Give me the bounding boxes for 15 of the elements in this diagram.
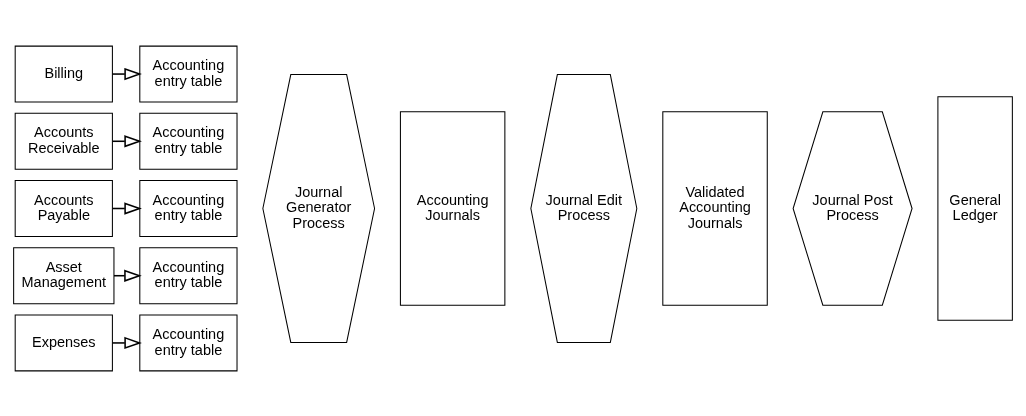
node-box: Accounting Journals [399, 110, 506, 306]
node-box: Expenses [14, 314, 113, 371]
node-box: Accounting entry table [139, 314, 238, 371]
node-box: Validated Accounting Journals [662, 110, 768, 306]
arrow [111, 336, 142, 349]
node-box: Accounting entry table [139, 179, 238, 237]
node-box: Asset Management [13, 246, 115, 304]
node-box: Accounting entry table [139, 246, 238, 304]
arrow [111, 67, 142, 80]
node-box: General Ledger [937, 95, 1013, 321]
node-box: Accounting entry table [139, 45, 238, 102]
node-box: Accounts Receivable [14, 112, 113, 170]
node-box: Accounts Payable [14, 179, 113, 237]
node-box: Billing [14, 45, 113, 102]
node-box: Accounting entry table [139, 112, 238, 170]
